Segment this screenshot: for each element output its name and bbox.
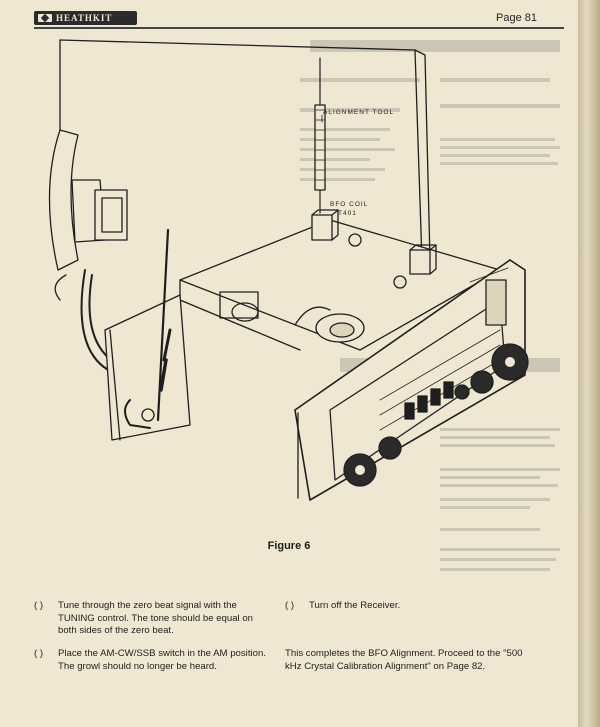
telescoping-antenna-icon xyxy=(156,228,172,422)
bfo-coil-can xyxy=(311,214,333,241)
front-panel xyxy=(294,259,526,501)
bleed-through-text xyxy=(300,40,560,571)
heathkit-diamond-icon xyxy=(38,14,52,22)
step-checkbox[interactable]: ( ) xyxy=(34,648,44,659)
manual-page: HEATHKIT Page 81 xyxy=(0,0,578,727)
function-switch-row xyxy=(404,381,454,420)
step-text: Place the AM-CW/SSB switch in the AM pos… xyxy=(58,648,266,672)
alignment-tool-icon xyxy=(314,57,326,214)
page-number: Page 81 xyxy=(496,12,537,24)
logo-text: HEATHKIT xyxy=(56,13,113,23)
step-tune-zero-beat: ( ) Tune through the zero beat signal wi… xyxy=(34,600,274,638)
closing-paragraph: This completes the BFO Alignment. Procee… xyxy=(285,648,535,673)
closing-text: This completes the BFO Alignment. Procee… xyxy=(285,648,523,672)
bfo-coil-ref-label: T401 xyxy=(338,210,357,217)
step-checkbox[interactable]: ( ) xyxy=(34,600,44,611)
step-text: Turn off the Receiver. xyxy=(309,600,401,611)
heathkit-logo: HEATHKIT xyxy=(34,11,137,25)
step-checkbox[interactable]: ( ) xyxy=(285,600,295,611)
speaker-icon xyxy=(48,129,128,301)
step-am-position: ( ) Place the AM-CW/SSB switch in the AM… xyxy=(34,648,274,673)
bfo-coil-label: BFO COIL xyxy=(330,201,368,208)
power-cable xyxy=(124,399,151,429)
figure-caption: Figure 6 xyxy=(267,540,311,552)
book-spine-edge xyxy=(578,0,600,727)
step-turn-off-receiver: ( ) Turn off the Receiver. xyxy=(285,600,525,613)
figure-6-illustration: ALIGNMENT TOOL BFO COIL T401 xyxy=(48,39,529,501)
step-text: Tune through the zero beat signal with t… xyxy=(58,600,254,636)
alignment-tool-label: ALIGNMENT TOOL xyxy=(323,109,394,116)
header-rule xyxy=(34,27,564,29)
